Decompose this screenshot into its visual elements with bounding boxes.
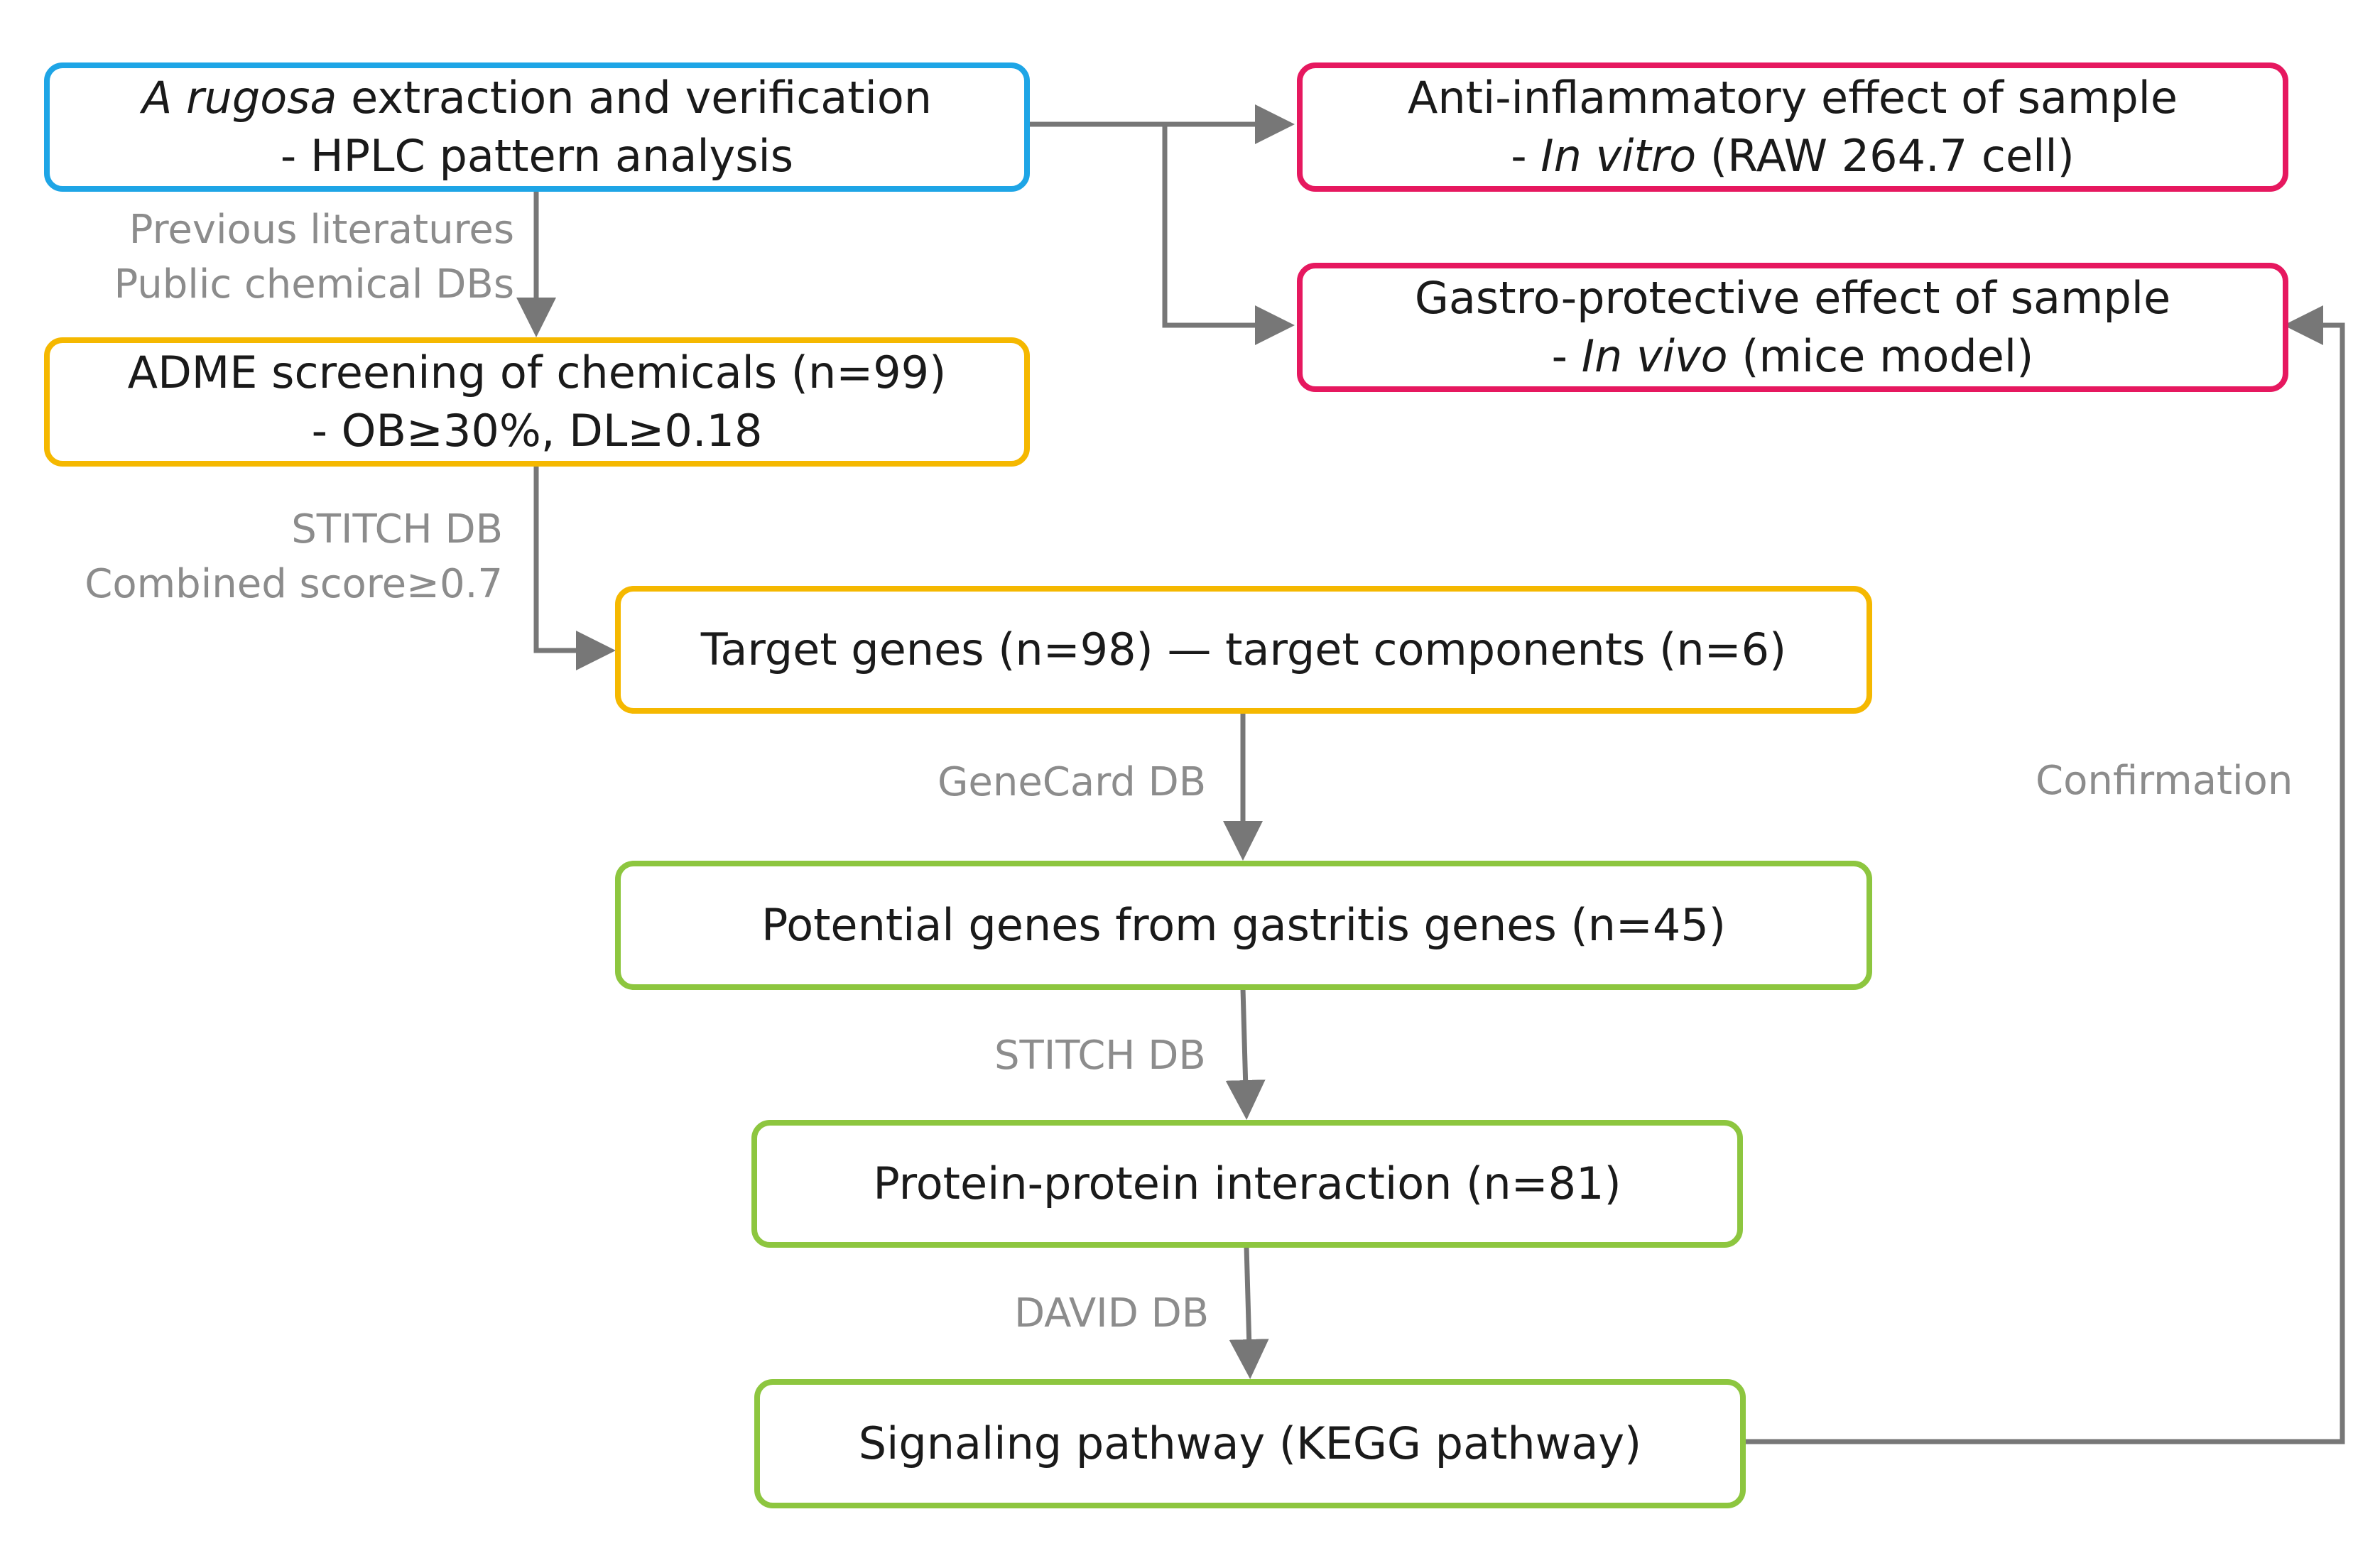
node-adme-subtitle: - OB≥30%, DL≥0.18	[311, 405, 763, 457]
label-stitch-score: STITCH DB Combined score≥0.7	[85, 506, 503, 608]
node-extraction-subtitle: - HPLC pattern analysis	[280, 130, 794, 182]
node-gastro-protective-title: Gastro-protective effect of sample	[1414, 272, 2171, 325]
node-target-genes-title: Target genes (n=98) — target components …	[700, 624, 1787, 676]
arrow-extraction-to-gastro-protective	[1162, 124, 1295, 345]
node-gastro-protective: Gastro-protective effect of sample - In …	[1297, 263, 2288, 392]
node-anti-inflammatory: Anti-inflammatory effect of sample - In …	[1297, 62, 2288, 192]
node-potential-genes: Potential genes from gastritis genes (n=…	[615, 861, 1872, 990]
node-extraction-title: A rugosa extraction and verification	[141, 72, 933, 124]
label-genecard-db: GeneCard DB	[938, 759, 1207, 805]
node-adme-title: ADME screening of chemicals (n=99)	[127, 347, 947, 399]
node-protein-interaction: Protein-protein interaction (n=81)	[751, 1120, 1743, 1248]
species-name: A rugosa	[141, 72, 337, 124]
label-stitch-db: STITCH DB	[994, 1033, 1206, 1079]
label-david-db: DAVID DB	[1014, 1290, 1210, 1337]
node-anti-inflammatory-subtitle: - In vitro (RAW 264.7 cell)	[1511, 130, 2075, 182]
node-extraction: A rugosa extraction and verification - H…	[44, 62, 1030, 192]
arrow-potential-to-ppi	[1225, 988, 1266, 1120]
arrow-signaling-to-gastro-confirmation	[1744, 305, 2345, 1444]
node-gastro-protective-subtitle: - In vivo (mice model)	[1551, 330, 2034, 382]
node-target-genes: Target genes (n=98) — target components …	[615, 586, 1872, 714]
node-signaling-pathway: Signaling pathway (KEGG pathway)	[754, 1379, 1746, 1508]
label-confirmation: Confirmation	[2036, 758, 2293, 804]
label-literature-sources: Previous literatures Public chemical DBs	[114, 207, 514, 308]
node-anti-inflammatory-title: Anti-inflammatory effect of sample	[1407, 72, 2178, 124]
node-potential-genes-title: Potential genes from gastritis genes (n=…	[761, 899, 1726, 952]
node-adme-screening: ADME screening of chemicals (n=99) - OB≥…	[44, 337, 1030, 467]
node-ppi-title: Protein-protein interaction (n=81)	[873, 1158, 1621, 1210]
arrow-ppi-to-signaling	[1229, 1246, 1269, 1379]
arrow-adme-to-target-genes	[533, 465, 616, 670]
node-signaling-title: Signaling pathway (KEGG pathway)	[858, 1417, 1642, 1470]
